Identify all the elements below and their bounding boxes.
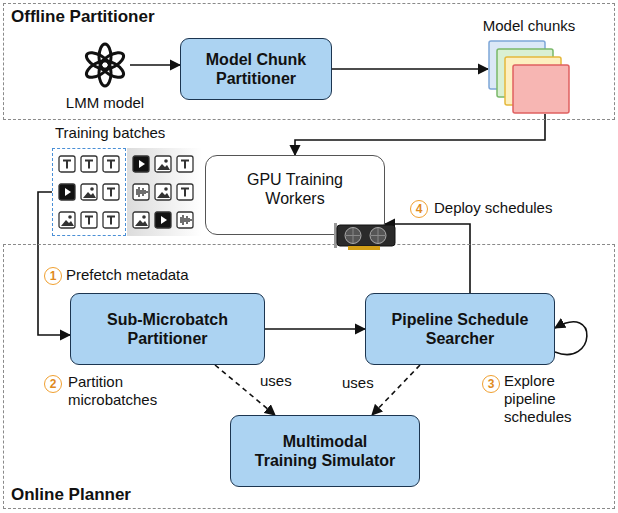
connector	[555, 322, 587, 355]
box-label: Model Chunk Partitioner	[191, 50, 321, 88]
heading-text: Offline Partitioner	[11, 7, 155, 27]
shape-use	[133, 184, 149, 200]
shape-rect	[348, 246, 380, 250]
edge-label: Deploy schedules	[432, 199, 554, 217]
shape-use	[103, 156, 119, 172]
batch-group: Training batches	[52, 148, 126, 236]
box-label: Sub-Microbatch Partitioner	[85, 310, 250, 348]
shape-path	[346, 228, 385, 243]
shape-use	[103, 212, 119, 228]
box-label: Multimodal Training Simulator	[250, 432, 400, 470]
callout-number: 4	[410, 200, 428, 218]
step-note: Partition microbatches	[66, 373, 175, 409]
box-label: GPU Training Workers	[220, 170, 370, 208]
shape-use	[155, 184, 171, 200]
shape-use	[133, 156, 149, 172]
callout-number: 1	[44, 267, 62, 285]
heading-text: Model chunks	[483, 17, 576, 34]
edge-label: Explore pipeline schedules	[502, 372, 584, 426]
connector	[130, 64, 180, 66]
shape-svg	[488, 40, 570, 114]
heading-text: LMM model	[66, 94, 144, 111]
shape-use	[177, 156, 193, 172]
callout-number: 2	[44, 375, 62, 393]
shape-use	[81, 184, 97, 200]
shape-use	[81, 212, 97, 228]
heading-text: Training batches	[55, 124, 165, 141]
shape-use	[155, 156, 171, 172]
shape-use	[59, 184, 75, 200]
shape-use	[133, 212, 149, 228]
edge-label: uses	[258, 372, 294, 390]
shape-rect	[337, 225, 395, 246]
shape-use	[59, 212, 75, 228]
connector	[295, 114, 545, 155]
shape-use	[81, 156, 97, 172]
shape-rect	[127, 148, 202, 236]
worker-box: GPU Training Workers	[205, 155, 385, 235]
shape-use	[59, 156, 75, 172]
process-box: Model Chunk Partitioner	[180, 38, 332, 100]
process-box: Multimodal Training Simulator	[230, 415, 420, 487]
chunk-stack: Model chunks	[488, 40, 570, 114]
shape-use	[103, 184, 119, 200]
connector	[265, 328, 365, 330]
process-box: Sub-Microbatch Partitioner	[70, 293, 265, 365]
connector	[38, 192, 70, 335]
model-icon: LMM model	[80, 40, 130, 90]
connector	[332, 68, 488, 70]
shape-ellipse	[84, 49, 113, 72]
process-box: Pipeline Schedule Searcher	[365, 293, 555, 365]
heading-text: Online Planner	[11, 485, 131, 505]
callout-number: 3	[482, 375, 500, 393]
region-panel: Offline PartitionerLMM model Model Chunk …	[3, 3, 615, 120]
shape-svg	[80, 40, 130, 90]
box-label: Pipeline Schedule Searcher	[378, 310, 543, 348]
connector	[385, 224, 470, 293]
shape-use	[177, 184, 193, 200]
shape-use	[155, 212, 171, 228]
edge-label: Prefetch metadata	[64, 266, 191, 284]
edge-label: uses	[340, 374, 376, 392]
shape-use	[177, 212, 193, 228]
connector	[372, 365, 420, 415]
gpu-icon	[334, 220, 398, 252]
shape-rect	[513, 65, 569, 113]
